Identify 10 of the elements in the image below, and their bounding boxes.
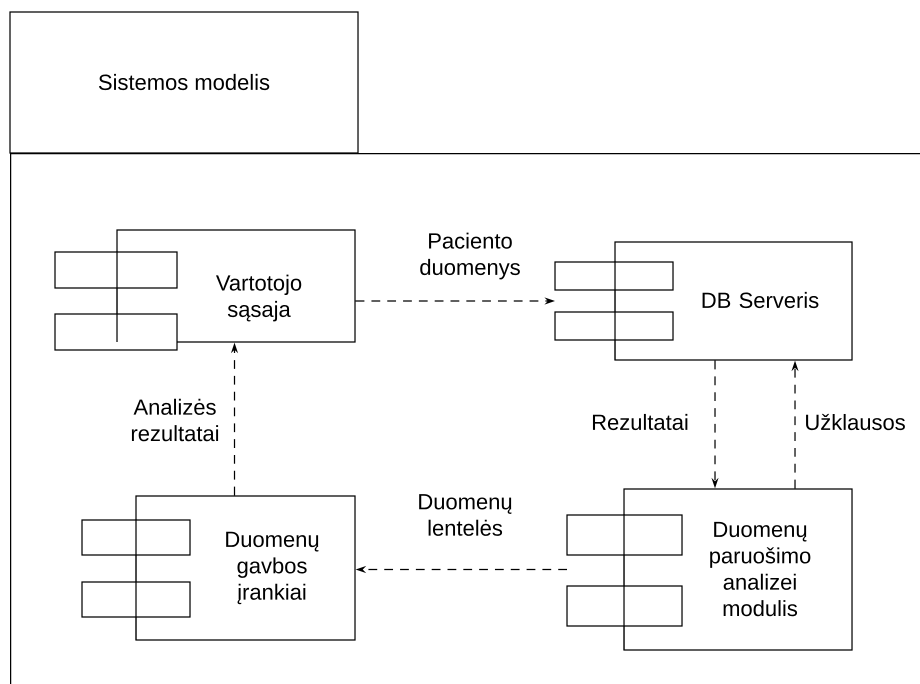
edge-label: Duomenų lentelės [419,494,512,536]
component-box: DB Serveris [554,241,853,361]
edge-label: Rezultatai [592,414,688,430]
component-box: Duomenų gavbos įrankiai [81,495,356,641]
node-label: Sistemos modelis [98,74,270,90]
edge-label: Užklausos [806,414,905,430]
edge-label: Paciento duomenys [420,232,520,280]
component-box: Vartotojo sąsaja [54,229,356,351]
component-box: Duomenų paruošimo analizei modulis [566,488,853,651]
edge-label: Analizės rezultatai [132,398,218,442]
